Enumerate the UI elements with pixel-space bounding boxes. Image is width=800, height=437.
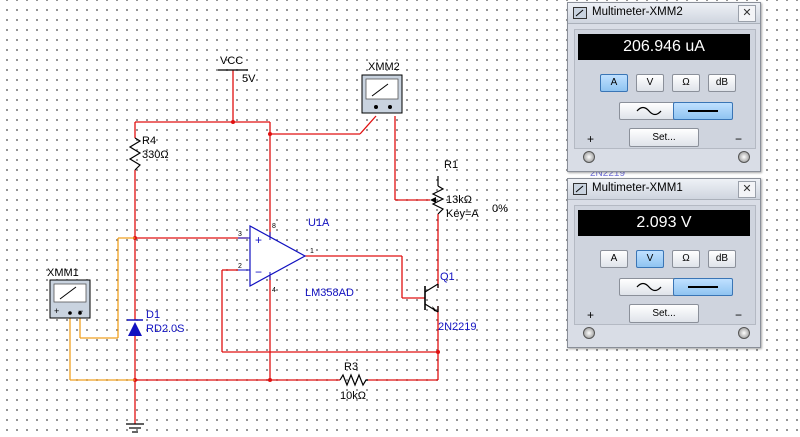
multimeter-xmm2-window[interactable]: Multimeter-XMM2 ✕ 206.946 uA A V Ω dB + … [567, 2, 761, 172]
xmm1-label: XMM1 [47, 267, 79, 279]
xmm2-reading-display: 206.946 uA [578, 34, 750, 60]
r1-key: Key=A [446, 208, 479, 220]
ac-mode-button[interactable] [619, 102, 679, 120]
r1-name: R1 [444, 159, 458, 171]
set-button[interactable]: Set... [629, 128, 699, 147]
positive-terminal-label: + [587, 308, 595, 322]
xmm1-title: Multimeter-XMM1 [592, 182, 683, 194]
volts-button[interactable]: V [636, 250, 664, 268]
vcc-value: 5V [242, 73, 256, 85]
xmm2-icon[interactable]: XMM2 [361, 61, 403, 114]
q1-name: Q1 [440, 271, 455, 283]
r3-name: R3 [344, 361, 358, 373]
dc-mode-button[interactable] [673, 278, 733, 296]
u1-name: U1A [308, 217, 330, 229]
d1-part: RD2.0S [146, 323, 185, 335]
xmm2-titlebar[interactable]: Multimeter-XMM2 ✕ [568, 3, 760, 24]
svg-text:−: − [78, 306, 83, 316]
negative-terminal[interactable] [738, 151, 750, 163]
vcc-symbol[interactable]: VCC 5V [218, 55, 256, 85]
close-button[interactable]: ✕ [738, 181, 756, 198]
r1-value: 13kΩ [446, 194, 472, 206]
r1-potentiometer[interactable]: R1 13kΩ Key=A 0% [430, 159, 508, 220]
positive-terminal[interactable] [583, 151, 595, 163]
svg-text:+: + [54, 306, 59, 316]
xmm2-panel: 206.946 uA A V Ω dB + − Set... [574, 29, 756, 149]
close-button[interactable]: ✕ [738, 5, 756, 22]
pin3-label: 3 [238, 231, 242, 238]
negative-terminal-label: − [735, 132, 743, 146]
ohms-button[interactable]: Ω [672, 74, 700, 92]
amps-button[interactable]: A [600, 250, 628, 268]
svg-text:+: + [255, 233, 262, 247]
svg-text:−: − [255, 265, 262, 279]
sine-wave-icon [636, 282, 662, 292]
set-button[interactable]: Set... [629, 304, 699, 323]
multimeter-xmm1-window[interactable]: Multimeter-XMM1 ✕ 2.093 V A V Ω dB + − S… [567, 178, 761, 348]
decibel-button[interactable]: dB [708, 250, 736, 268]
decibel-button[interactable]: dB [708, 74, 736, 92]
dc-line-icon [688, 286, 718, 288]
ohms-button[interactable]: Ω [672, 250, 700, 268]
multimeter-icon [573, 183, 587, 195]
positive-terminal-label: + [587, 132, 595, 146]
multimeter-icon [573, 7, 587, 19]
r3-value: 10kΩ [340, 390, 366, 402]
xmm1-icon[interactable]: XMM1 + − [47, 267, 91, 319]
orange-wires [69, 237, 135, 381]
xmm1-panel: 2.093 V A V Ω dB + − Set... [574, 205, 756, 325]
dc-mode-button[interactable] [673, 102, 733, 120]
amps-button[interactable]: A [600, 74, 628, 92]
ac-mode-button[interactable] [619, 278, 679, 296]
d1-name: D1 [146, 309, 160, 321]
r4-value: 330Ω [142, 149, 169, 161]
sine-wave-icon [636, 106, 662, 116]
r1-percent: 0% [492, 203, 508, 215]
positive-terminal[interactable] [583, 327, 595, 339]
pin1-label: 1 [310, 248, 314, 255]
opamp-u1a[interactable]: + − 3 2 8 4 1 U1A LM358AD [238, 217, 354, 299]
r4-resistor[interactable]: R4 330Ω [128, 135, 169, 171]
xmm2-title: Multimeter-XMM2 [592, 6, 683, 18]
u1-part: LM358AD [305, 287, 354, 299]
svg-text:2N2219: 2N2219 [590, 168, 625, 179]
d1-diode[interactable]: D1 RD2.0S [127, 309, 185, 336]
negative-terminal-label: − [735, 308, 743, 322]
q1-part: 2N2219 [438, 321, 477, 333]
volts-button[interactable]: V [636, 74, 664, 92]
xmm2-label: XMM2 [368, 61, 400, 73]
r4-name: R4 [142, 135, 156, 147]
vcc-label: VCC [220, 55, 243, 67]
pin2-label: 2 [238, 263, 242, 270]
dc-line-icon [688, 110, 718, 112]
xmm1-reading-display: 2.093 V [578, 210, 750, 236]
pin8-label: 8 [272, 223, 276, 230]
pin4-label: 4 [272, 287, 276, 294]
xmm1-titlebar[interactable]: Multimeter-XMM1 ✕ [568, 179, 760, 200]
ground-symbol[interactable] [126, 423, 144, 433]
r3-resistor[interactable]: R3 10kΩ [339, 361, 368, 402]
q1-transistor[interactable]: Q1 2N2219 [424, 271, 477, 333]
negative-terminal[interactable] [738, 327, 750, 339]
